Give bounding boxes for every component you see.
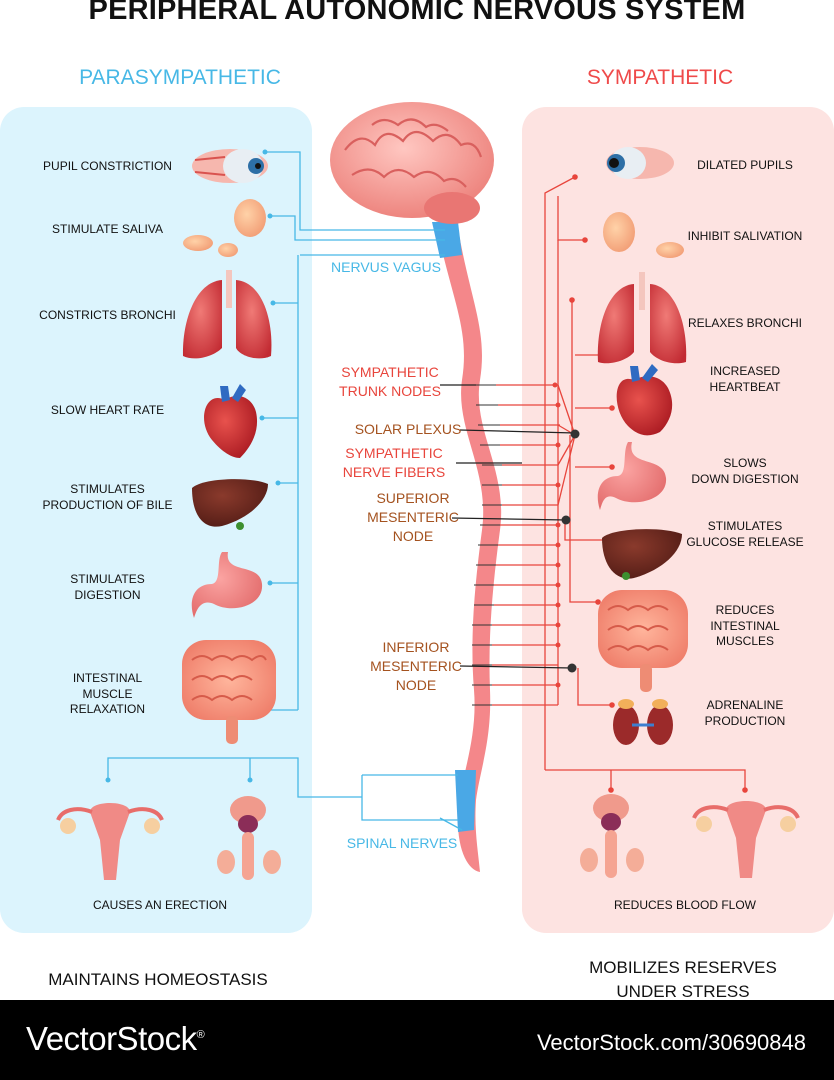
label-superior-mesenteric-node: SUPERIOR MESENTERIC NODE [367, 490, 459, 544]
effect-causes-erection: CAUSES AN ERECTION [92, 898, 228, 912]
effect-reduces-blood-flow: REDUCES BLOOD FLOW [613, 898, 757, 912]
effect-dilated-pupils: DILATED PUPILS [697, 158, 793, 172]
lungs-icon [597, 272, 687, 364]
effect-slow-heart-rate: SLOW HEART RATE [50, 403, 165, 417]
intestines-icon [182, 640, 276, 744]
effect-reduces-intestinal-muscles: REDUCES INTESTINAL MUSCLES [710, 603, 780, 648]
spinal-cord-icon [432, 222, 502, 872]
eye-icon [606, 147, 674, 179]
female-reproductive-icon [692, 801, 800, 878]
effect-adrenaline-production: ADRENALINE PRODUCTION [704, 698, 786, 728]
label-pointers [440, 384, 576, 669]
page-title: PERIPHERAL AUTONOMIC NERVOUS SYSTEM [88, 0, 746, 26]
parasympathetic-summary: MAINTAINS HOMEOSTASIS [48, 970, 268, 989]
sympathetic-dots [552, 174, 748, 793]
effect-intestinal-relaxation: INTESTINAL MUSCLE RELAXATION [69, 671, 146, 716]
effect-stimulates-digestion: STIMULATES DIGESTION [70, 572, 145, 602]
heart-icon [204, 384, 258, 458]
watermark-brand-text: VectorStock [26, 1020, 197, 1057]
parasympathetic-panel [0, 107, 312, 933]
liver-icon [192, 479, 268, 530]
lungs-icon [182, 270, 272, 359]
intestines-icon [598, 590, 688, 692]
effect-glucose-release: STIMULATES GLUCOSE RELEASE [686, 519, 804, 549]
label-spinal-nerves: SPINAL NERVES [346, 835, 458, 851]
salivary-gland-icon [183, 199, 266, 257]
parasympathetic-connectors [107, 151, 463, 831]
sympathetic-heading: SYMPATHETIC [586, 66, 734, 89]
heart-icon [616, 364, 673, 436]
nervous-system-diagram [56, 102, 800, 880]
effect-production-of-bile: STIMULATES PRODUCTION OF BILE [42, 482, 173, 512]
effect-increased-heartbeat: INCREASED HEARTBEAT [709, 364, 781, 394]
salivary-gland-icon [603, 212, 684, 258]
label-sympathetic-nerve-fibers: SYMPATHETIC NERVE FIBERS [342, 445, 446, 480]
label-inferior-mesenteric-node: INFERIOR MESENTERIC NODE [370, 639, 462, 693]
effect-relaxes-bronchi: RELAXES BRONCHI [687, 316, 803, 330]
male-reproductive-icon [580, 794, 644, 878]
ganglia-nodes [561, 429, 580, 673]
spine-ticks [472, 384, 502, 706]
stomach-icon [191, 552, 263, 618]
effect-stimulate-saliva: STIMULATE SALIVA [52, 222, 163, 236]
eye-icon [192, 149, 268, 183]
kidneys-icon [613, 699, 673, 745]
effect-pupil-constriction: PUPIL CONSTRICTION [43, 159, 172, 173]
label-nervus-vagus: NERVUS VAGUS [331, 259, 441, 275]
label-sympathetic-trunk-nodes: SYMPATHETIC TRUNK NODES [339, 364, 441, 399]
watermark-registered-mark: ® [196, 1029, 205, 1041]
liver-icon [602, 529, 682, 580]
watermark-bar [0, 1000, 834, 1080]
brain-icon [330, 102, 494, 224]
watermark-brand: VectorStock® [26, 1020, 205, 1058]
female-reproductive-icon [56, 803, 164, 880]
stomach-icon [597, 442, 667, 510]
effect-slows-digestion: SLOWS DOWN DIGESTION [691, 456, 799, 486]
watermark-url: VectorStock.com/30690848 [536, 1030, 806, 1055]
sympathetic-summary: MOBILIZES RESERVES UNDER STRESS [589, 958, 777, 1001]
effect-inhibit-salivation: INHIBIT SALIVATION [687, 229, 803, 243]
male-reproductive-icon [217, 796, 281, 880]
effect-constricts-bronchi: CONSTRICTS BRONCHI [39, 308, 176, 322]
parasympathetic-heading: PARASYMPATHETIC [79, 66, 281, 89]
label-solar-plexus: SOLAR PLEXUS [354, 421, 462, 437]
